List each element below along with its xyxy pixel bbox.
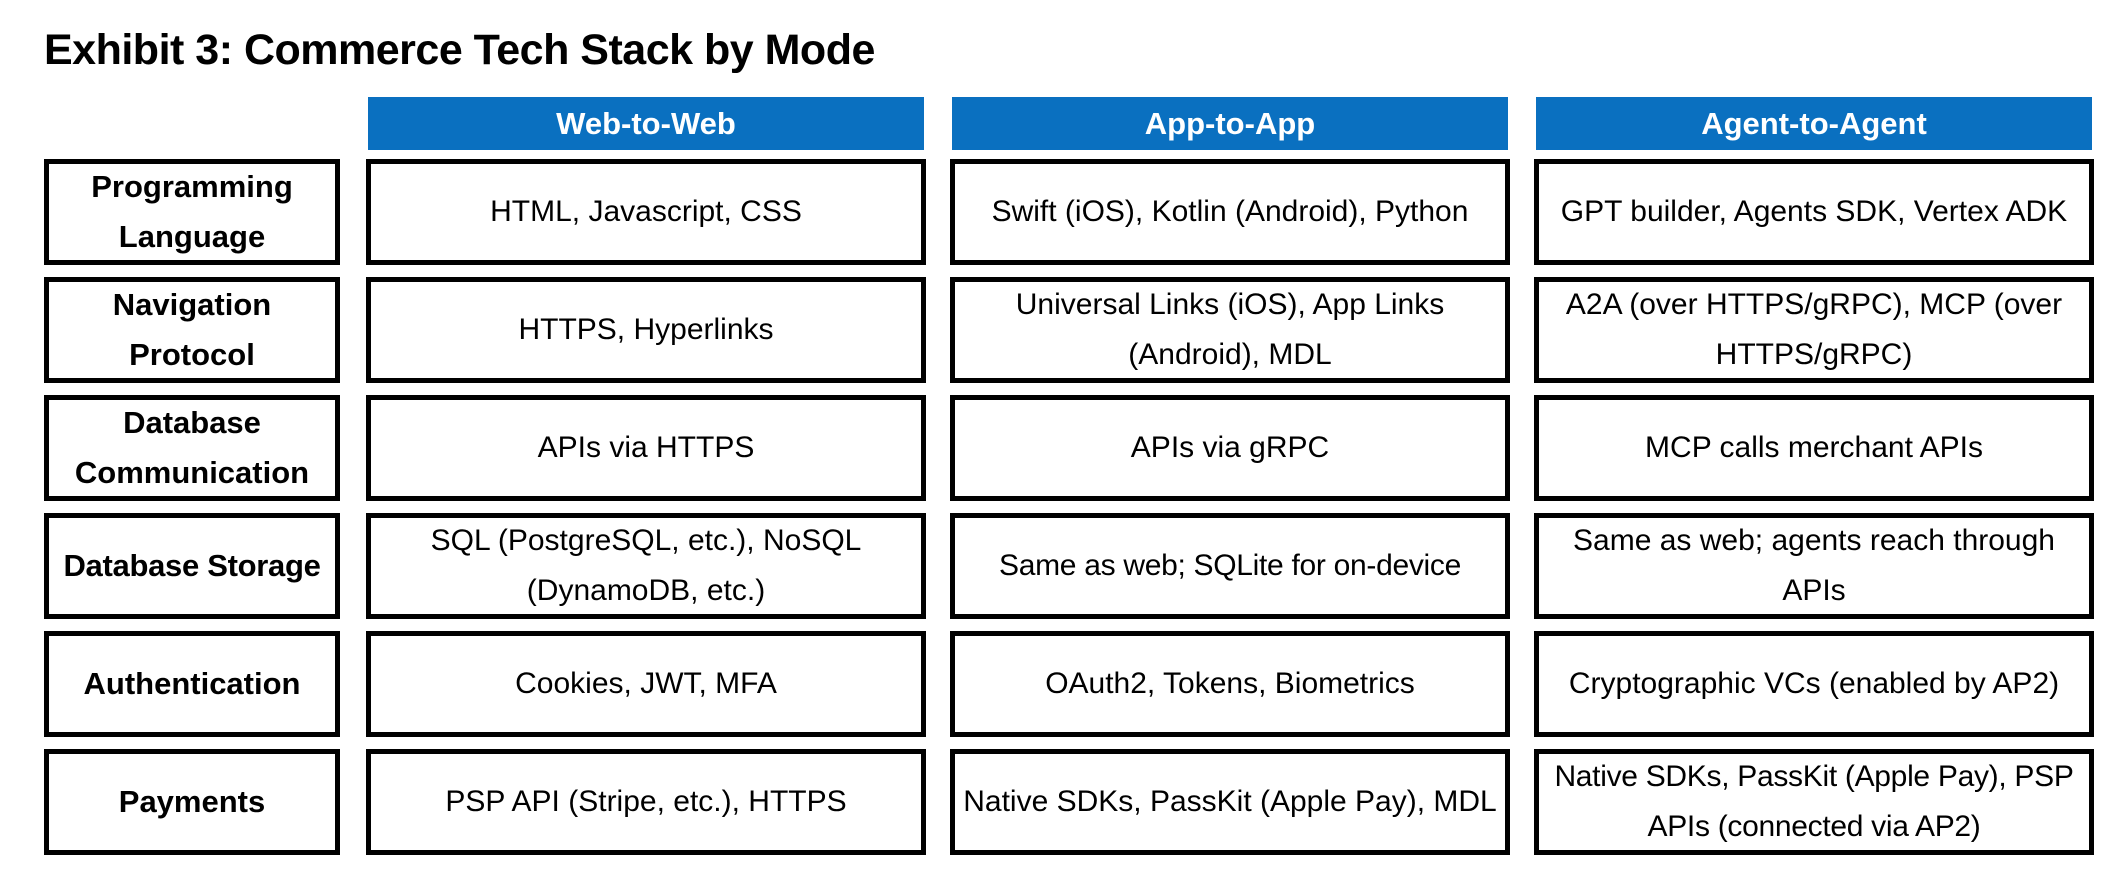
column-header-agent-to-agent: Agent-to-Agent [1536, 97, 2092, 150]
column-header-app-to-app: App-to-App [952, 97, 1508, 150]
row-label-navigation-protocol: Navigation Protocol [44, 277, 340, 383]
exhibit-title: Exhibit 3: Commerce Tech Stack by Mode [44, 26, 875, 74]
row-label-database-storage: Database Storage [44, 513, 340, 619]
table-cell: Cryptographic VCs (enabled by AP2) [1534, 631, 2094, 737]
table-cell: APIs via HTTPS [366, 395, 926, 501]
table-cell: Same as web; SQLite for on-device [950, 513, 1510, 619]
table-cell: Native SDKs, PassKit (Apple Pay), PSP AP… [1534, 749, 2094, 855]
table-cell: APIs via gRPC [950, 395, 1510, 501]
table-cell: SQL (PostgreSQL, etc.), NoSQL (DynamoDB,… [366, 513, 926, 619]
row-label-authentication: Authentication [44, 631, 340, 737]
column-header-web-to-web: Web-to-Web [368, 97, 924, 150]
table-cell: HTTPS, Hyperlinks [366, 277, 926, 383]
table-cell: MCP calls merchant APIs [1534, 395, 2094, 501]
table-cell: Cookies, JWT, MFA [366, 631, 926, 737]
table-cell: Universal Links (iOS), App Links (Androi… [950, 277, 1510, 383]
table-cell: OAuth2, Tokens, Biometrics [950, 631, 1510, 737]
row-label-programming-language: Programming Language [44, 159, 340, 265]
table-cell: HTML, Javascript, CSS [366, 159, 926, 265]
table-cell: GPT builder, Agents SDK, Vertex ADK [1534, 159, 2094, 265]
table-cell: Same as web; agents reach through APIs [1534, 513, 2094, 619]
row-label-database-communication: Database Communication [44, 395, 340, 501]
table-cell: Swift (iOS), Kotlin (Android), Python [950, 159, 1510, 265]
table-cell: PSP API (Stripe, etc.), HTTPS [366, 749, 926, 855]
table-cell: A2A (over HTTPS/gRPC), MCP (over HTTPS/g… [1534, 277, 2094, 383]
row-label-payments: Payments [44, 749, 340, 855]
table-cell: Native SDKs, PassKit (Apple Pay), MDL [950, 749, 1510, 855]
